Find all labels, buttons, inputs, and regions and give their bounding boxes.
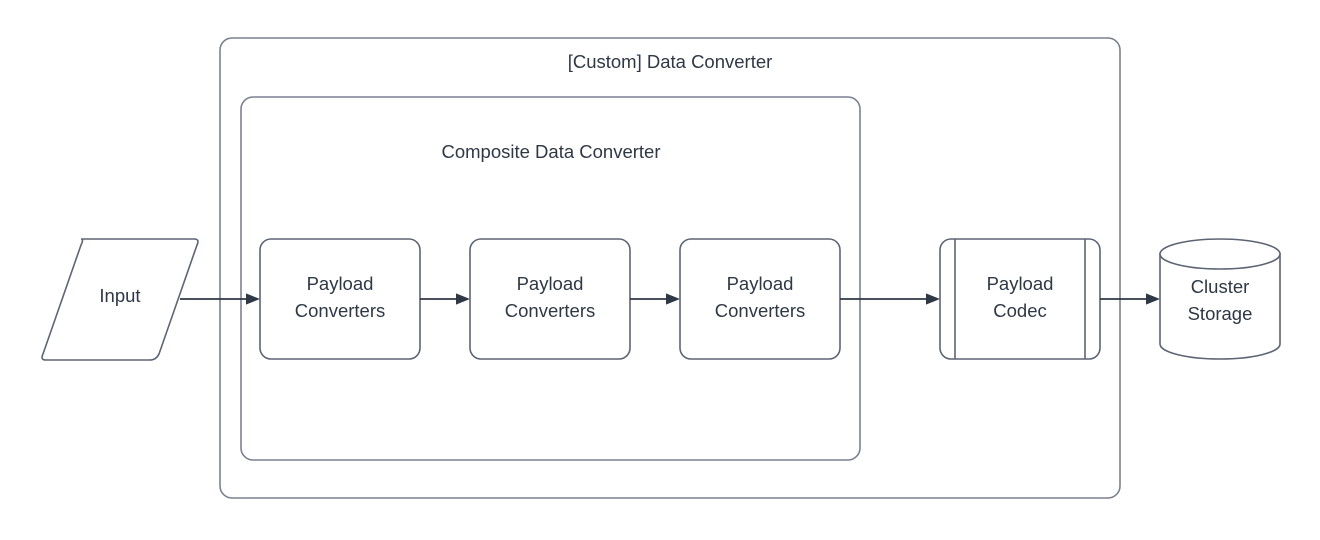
node-input[interactable]: Input <box>41 238 199 361</box>
node-payload-converters-2-label-line2: Converters <box>505 300 595 321</box>
node-payload-converters-3[interactable]: Payload Converters <box>679 238 841 360</box>
node-payload-codec-label-line1: Payload <box>987 273 1054 294</box>
edge-payload-converters-1-to-payload-converters-2 <box>420 293 470 305</box>
node-payload-converters-1-label-line2: Converters <box>295 300 385 321</box>
node-payload-codec[interactable]: Payload Codec <box>939 238 1101 360</box>
node-cluster-storage-label-line1: Cluster <box>1191 276 1250 297</box>
node-cluster-storage-top-cap <box>1159 238 1281 270</box>
node-cluster-storage-body <box>1159 253 1281 360</box>
node-payload-converters-1-label-line1: Payload <box>307 273 374 294</box>
container-custom-data-converter-label: [Custom] Data Converter <box>568 51 773 72</box>
edge-payload-converters-2-to-payload-converters-3-arrowhead <box>666 293 680 305</box>
edge-input-to-payload-converters-1 <box>180 293 260 305</box>
edge-payload-codec-to-cluster-storage-arrowhead <box>1146 293 1160 305</box>
node-cluster-storage[interactable]: Cluster Storage <box>1159 238 1281 360</box>
edge-payload-converters-1-to-payload-converters-2-arrowhead <box>456 293 470 305</box>
node-payload-converters-2[interactable]: Payload Converters <box>469 238 631 360</box>
node-payload-converters-3-label-line1: Payload <box>727 273 794 294</box>
node-payload-converters-3-label-line2: Converters <box>715 300 805 321</box>
container-composite-data-converter-label: Composite Data Converter <box>441 141 660 162</box>
edge-payload-converters-3-to-payload-codec-arrowhead <box>926 293 940 305</box>
edge-payload-codec-to-cluster-storage <box>1100 293 1160 305</box>
node-cluster-storage-label-line2: Storage <box>1188 303 1253 324</box>
edge-input-to-payload-converters-1-arrowhead <box>246 293 260 305</box>
edge-payload-converters-2-to-payload-converters-3 <box>630 293 680 305</box>
node-input-shape <box>41 238 199 361</box>
node-payload-converters-1[interactable]: Payload Converters <box>259 238 421 360</box>
node-input-label: Input <box>99 285 140 306</box>
node-payload-codec-label-line2: Codec <box>993 300 1046 321</box>
node-payload-converters-2-label-line1: Payload <box>517 273 584 294</box>
edge-payload-converters-3-to-payload-codec <box>840 293 940 305</box>
